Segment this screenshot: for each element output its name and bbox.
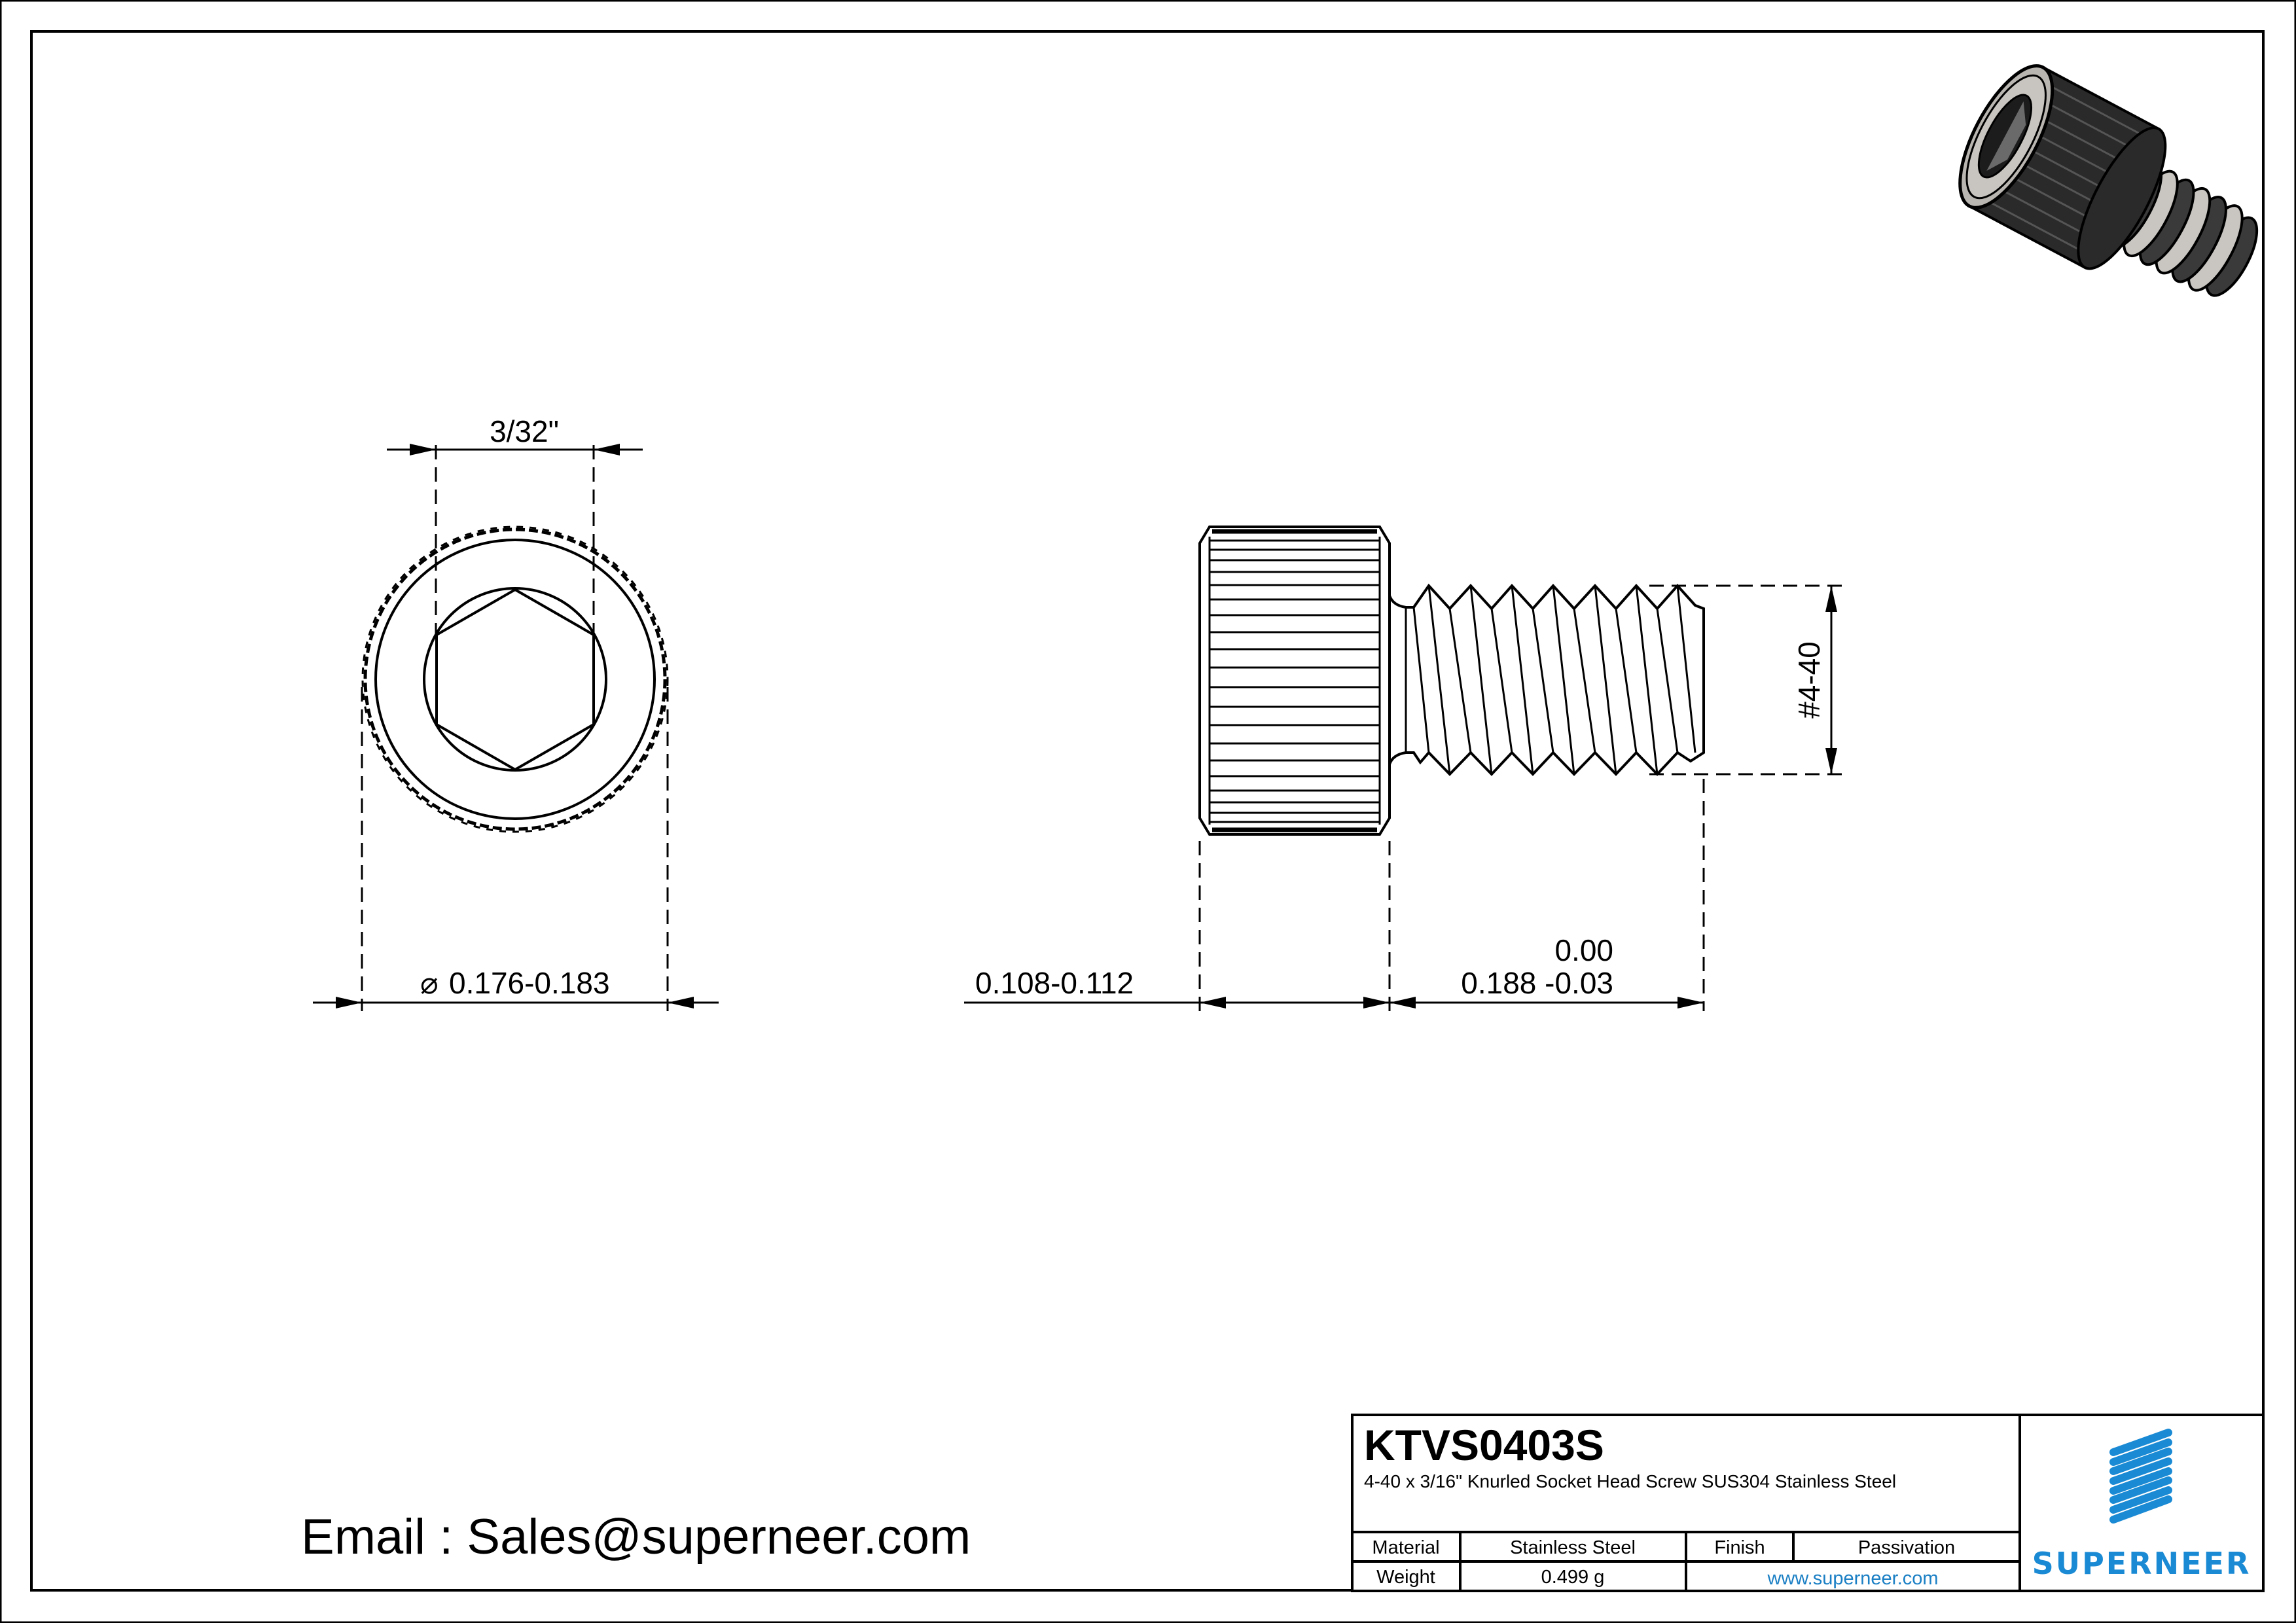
- dim-length-text: 0.188 -0.03: [1461, 966, 1613, 1000]
- website-link[interactable]: www.superneer.com: [1767, 1568, 1938, 1589]
- side-view: #4-40 0.108-0.112 0.00 0.188 -0.03: [964, 526, 1847, 1011]
- dim-head-height-text: 0.108-0.112: [975, 966, 1134, 1000]
- contact-email: Email : Sales@superneer.com: [301, 1509, 971, 1565]
- dim-thread-text: #4-40: [1792, 641, 1826, 719]
- hex-socket: [435, 588, 595, 772]
- front-view: 3/32" ⌀ 0.176-0.183: [313, 414, 719, 1011]
- isometric-render: [1958, 64, 2259, 297]
- material-label: Material: [1372, 1537, 1439, 1558]
- striped-parallelogram-logo-icon: [2109, 1429, 2172, 1524]
- title-block: KTVS0403S 4-40 x 3/16" Knurled Socket He…: [1351, 1414, 2265, 1592]
- head-chamfer-circle: [374, 539, 656, 820]
- brand-logo-text: SUPERNEER: [2032, 1546, 2251, 1581]
- dim-socket-hex: 3/32": [387, 414, 643, 633]
- weight-label: Weight: [1376, 1567, 1435, 1588]
- dim-thread: #4-40: [1649, 584, 1847, 776]
- drawing-frame: [30, 30, 2265, 1592]
- dim-head-diameter-text: 0.176-0.183: [449, 966, 610, 1000]
- knurl-ridges: [1208, 529, 1381, 832]
- socket-circle: [423, 587, 607, 772]
- knurl-edge: [361, 526, 669, 833]
- weight-value: 0.499 g: [1541, 1567, 1605, 1588]
- part-description: 4-40 x 3/16" Knurled Socket Head Screw S…: [1364, 1471, 1896, 1491]
- dim-length: 0.00 0.188 -0.03: [1390, 779, 1705, 1011]
- diameter-symbol: ⌀: [420, 966, 439, 1000]
- thread: [1388, 583, 1705, 776]
- dim-length-upper-tol: 0.00: [1554, 933, 1613, 967]
- part-number: KTVS0403S: [1364, 1421, 1604, 1469]
- material-value: Stainless Steel: [1510, 1537, 1636, 1558]
- dim-head-height: 0.108-0.112: [964, 841, 1391, 1011]
- dim-head-diameter: ⌀ 0.176-0.183: [313, 687, 719, 1011]
- dim-socket-hex-text: 3/32": [490, 414, 559, 448]
- head-outline: [1198, 526, 1391, 836]
- finish-value: Passivation: [1858, 1537, 1955, 1558]
- finish-label: Finish: [1714, 1537, 1765, 1558]
